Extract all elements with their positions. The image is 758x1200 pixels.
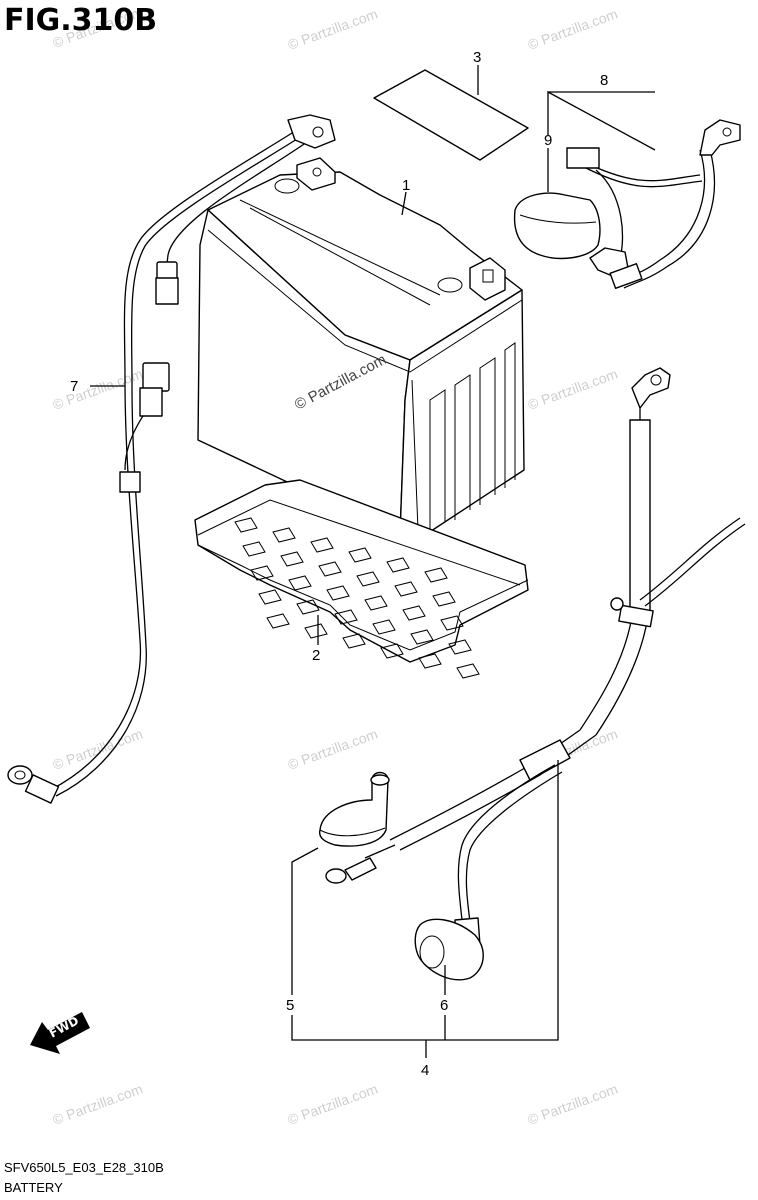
tray-hole <box>234 517 258 533</box>
tray-hole <box>440 615 464 631</box>
callout-2[interactable]: 2 <box>312 647 320 664</box>
tray-hole <box>310 537 334 553</box>
part-9-terminal-cover[interactable] <box>513 192 601 260</box>
watermark: © Partzilla.com <box>51 366 145 413</box>
part-2-tray[interactable] <box>194 479 529 679</box>
tray-hole <box>456 663 480 679</box>
tray-hole <box>326 585 350 601</box>
tray-hole <box>424 567 448 583</box>
tray-hole <box>272 527 296 543</box>
tray-hole <box>258 589 282 605</box>
tray-hole <box>242 541 266 557</box>
tray-hole <box>296 599 320 615</box>
tray-hole <box>372 619 396 635</box>
callout-5[interactable]: 5 <box>286 997 294 1014</box>
tray-hole <box>304 623 328 639</box>
tray-hole <box>348 547 372 563</box>
callout-9[interactable]: 9 <box>544 132 552 149</box>
tray-hole <box>288 575 312 591</box>
tray-hole <box>342 633 366 649</box>
fwd-arrow-icon: FWD <box>30 1012 90 1054</box>
callout-1[interactable]: 1 <box>402 177 410 194</box>
tray-hole <box>386 557 410 573</box>
tray-hole <box>280 551 304 567</box>
callout-4[interactable]: 4 <box>421 1062 429 1079</box>
callout-8[interactable]: 8 <box>600 72 608 89</box>
tray-holes <box>234 517 480 679</box>
tray-hole <box>318 561 342 577</box>
tray-hole <box>266 613 290 629</box>
tray-hole <box>364 595 388 611</box>
callout-labels: 1 2 3 4 5 6 7 8 9 <box>70 49 608 1079</box>
watermark: © Partzilla.com <box>526 1081 620 1128</box>
tray-hole <box>380 643 404 659</box>
leader-lines <box>90 65 656 1058</box>
tray-hole <box>250 565 274 581</box>
tray-hole <box>402 605 426 621</box>
tray-hole <box>448 639 472 655</box>
tray-hole <box>394 581 418 597</box>
figure-name: BATTERY <box>4 1180 63 1195</box>
watermark: © Partzilla.com <box>526 6 620 53</box>
part-8-lead-wire[interactable] <box>566 119 741 290</box>
figure-title: FIG.310B <box>4 3 157 38</box>
tray-hole <box>334 609 358 625</box>
callout-3[interactable]: 3 <box>473 49 481 66</box>
watermark: © Partzilla.com <box>51 726 145 773</box>
part-3-pad[interactable] <box>373 69 529 161</box>
part-7-lead-wire[interactable] <box>7 114 336 804</box>
tray-hole <box>418 653 442 669</box>
figure-code: SFV650L5_E03_E28_310B <box>4 1160 164 1175</box>
callout-7[interactable]: 7 <box>70 378 78 395</box>
watermark: © Partzilla.com <box>286 726 380 773</box>
watermark: © Partzilla.com <box>286 1081 380 1128</box>
watermark: © Partzilla.com <box>51 1081 145 1128</box>
watermark: © Partzilla.com <box>286 6 380 53</box>
tray-hole <box>356 571 380 587</box>
part-4-starter-lead[interactable] <box>325 367 746 981</box>
tray-hole <box>410 629 434 645</box>
part-5-terminal-cap[interactable] <box>318 771 390 847</box>
tray-hole <box>432 591 456 607</box>
watermark: © Partzilla.com <box>526 366 620 413</box>
part-1-battery[interactable] <box>197 157 525 536</box>
callout-6[interactable]: 6 <box>440 997 448 1014</box>
